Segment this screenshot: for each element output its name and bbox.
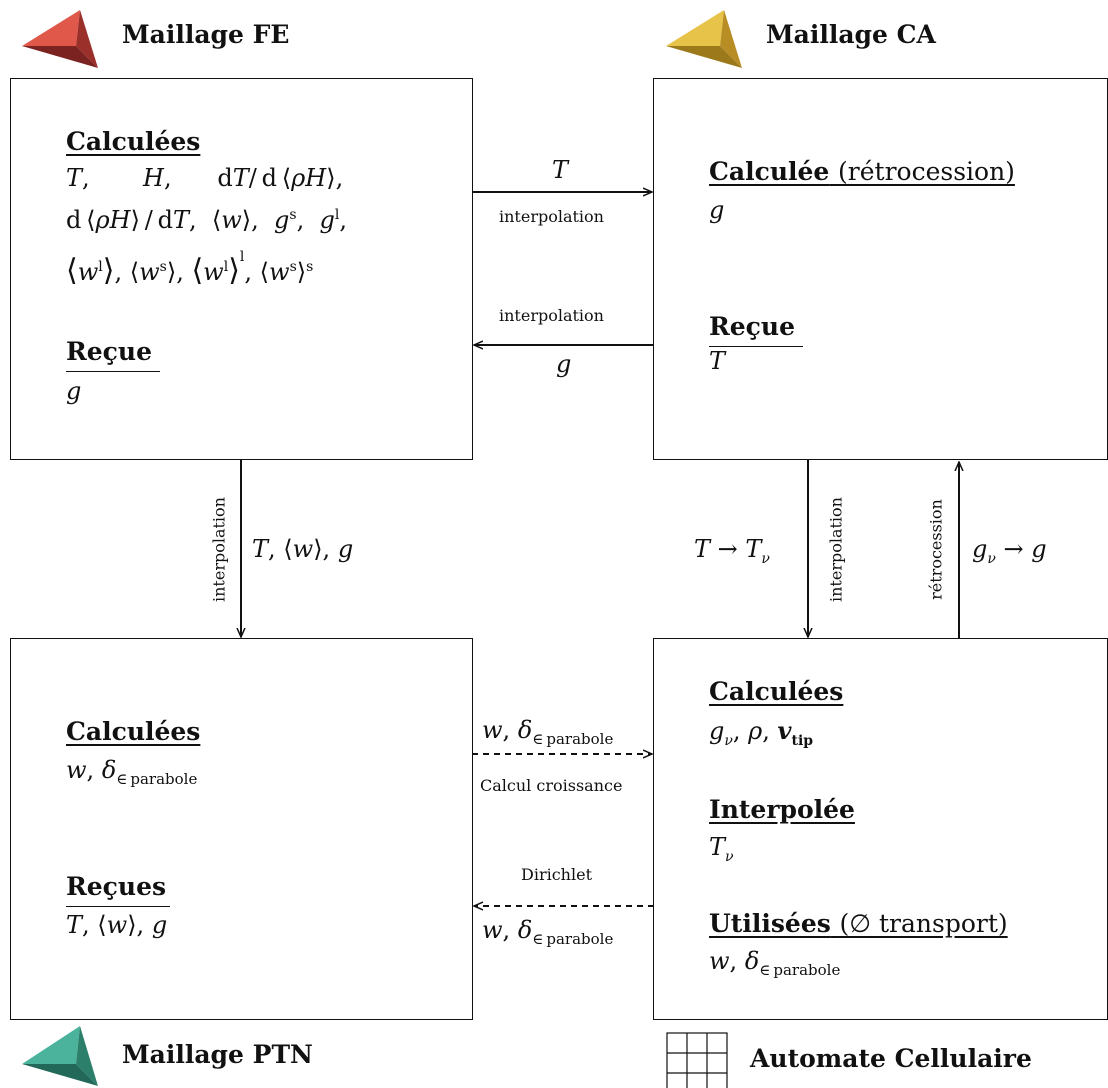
tetrahedron-yellow-icon <box>666 10 742 68</box>
ca-received-heading: Reçue <box>709 312 795 341</box>
ptn-computed-heading: Calculées <box>66 717 201 746</box>
cell-to-ptn-label-top: Dirichlet <box>521 865 592 884</box>
ptn-computed-value: w, δ∈ parabole <box>66 756 198 788</box>
ptn-received-rule <box>66 906 170 907</box>
fe-mesh-box: Calculées T, H, dT/ d ⟨ρH⟩, d ⟨ρH⟩ / dT,… <box>10 78 473 460</box>
fe-computed-line-3: ⟨wl⟩, ⟨ws⟩, ⟨wl⟩l, ⟨ws⟩s <box>66 249 314 288</box>
fe-to-ptn-label-vertical: interpolation <box>209 497 229 602</box>
ca-computed-heading: Calculée (rétrocession) <box>709 157 1015 186</box>
ca-received-value: T <box>709 347 726 375</box>
cell-used-value: w, δ∈ parabole <box>709 947 841 979</box>
ptn-mesh-box: Calculées w, δ∈ parabole Reçues T, ⟨w⟩, … <box>10 638 473 1020</box>
fe-to-ptn-label-values: T, ⟨w⟩, g <box>252 535 354 563</box>
cell-interpolated-value: Tν <box>709 833 734 865</box>
cell-used-note: (∅ transport) <box>839 909 1008 938</box>
fe-computed-line-2: d ⟨ρH⟩ / dT, ⟨w⟩, gs, gl, <box>66 206 347 234</box>
maillage-ptn-title: Maillage PTN <box>122 1040 313 1069</box>
fe-received-heading: Reçue <box>66 337 152 366</box>
maillage-ca-title: Maillage CA <box>766 20 936 49</box>
ca-computed-value: g <box>709 196 725 224</box>
ptn-to-cell-label-bottom: Calcul croissance <box>480 776 623 795</box>
tetrahedron-red-icon <box>22 10 98 68</box>
cell-computed-value: gν, ρ, vtip <box>709 716 814 749</box>
ptn-received-heading: Reçues <box>66 872 167 901</box>
ca-to-fe-label-bottom: g <box>556 350 572 378</box>
maillage-fe-title: Maillage FE <box>122 20 290 49</box>
fe-computed-heading: Calculées <box>66 127 201 156</box>
automate-cellulaire-title: Automate Cellulaire <box>750 1044 1032 1073</box>
cell-computed-heading: Calculées <box>709 677 844 706</box>
ca-mesh-box: Calculée (rétrocession) g Reçue T <box>653 78 1108 460</box>
fe-received-value: g <box>66 377 82 405</box>
cell-to-ptn-label-bottom: w, δ∈ parabole <box>482 916 614 948</box>
cell-automaton-box: Calculées gν, ρ, vtip Interpolée Tν Util… <box>653 638 1108 1020</box>
ca-to-fe-label-top: interpolation <box>499 306 604 325</box>
cell-used-heading: Utilisées (∅ transport) <box>709 909 1008 938</box>
cell-interpolated-heading: Interpolée <box>709 795 855 824</box>
ptn-to-cell-label-top: w, δ∈ parabole <box>482 716 614 748</box>
ca-to-cell-label-values: T → Tν <box>694 535 770 567</box>
cell-to-ca-label-values: gν → g <box>972 535 1047 567</box>
grid-icon <box>666 1032 728 1088</box>
ptn-received-value: T, ⟨w⟩, g <box>66 911 168 939</box>
fe-received-rule <box>66 371 160 372</box>
ca-computed-heading-text: Calculée <box>709 157 830 186</box>
cell-to-ca-label-vertical: rétrocession <box>926 499 946 600</box>
ca-computed-note: (rétrocession) <box>838 157 1015 186</box>
fe-computed-line-1: T, H, dT/ d ⟨ρH⟩, <box>66 164 344 192</box>
tetrahedron-teal-icon <box>22 1026 98 1086</box>
fe-to-ca-label-top: T <box>552 156 569 184</box>
fe-to-ca-label-bottom: interpolation <box>499 207 604 226</box>
cell-used-heading-text: Utilisées <box>709 909 831 938</box>
ca-to-cell-label-vertical: interpolation <box>826 497 846 602</box>
ca-received-rule <box>709 346 803 347</box>
